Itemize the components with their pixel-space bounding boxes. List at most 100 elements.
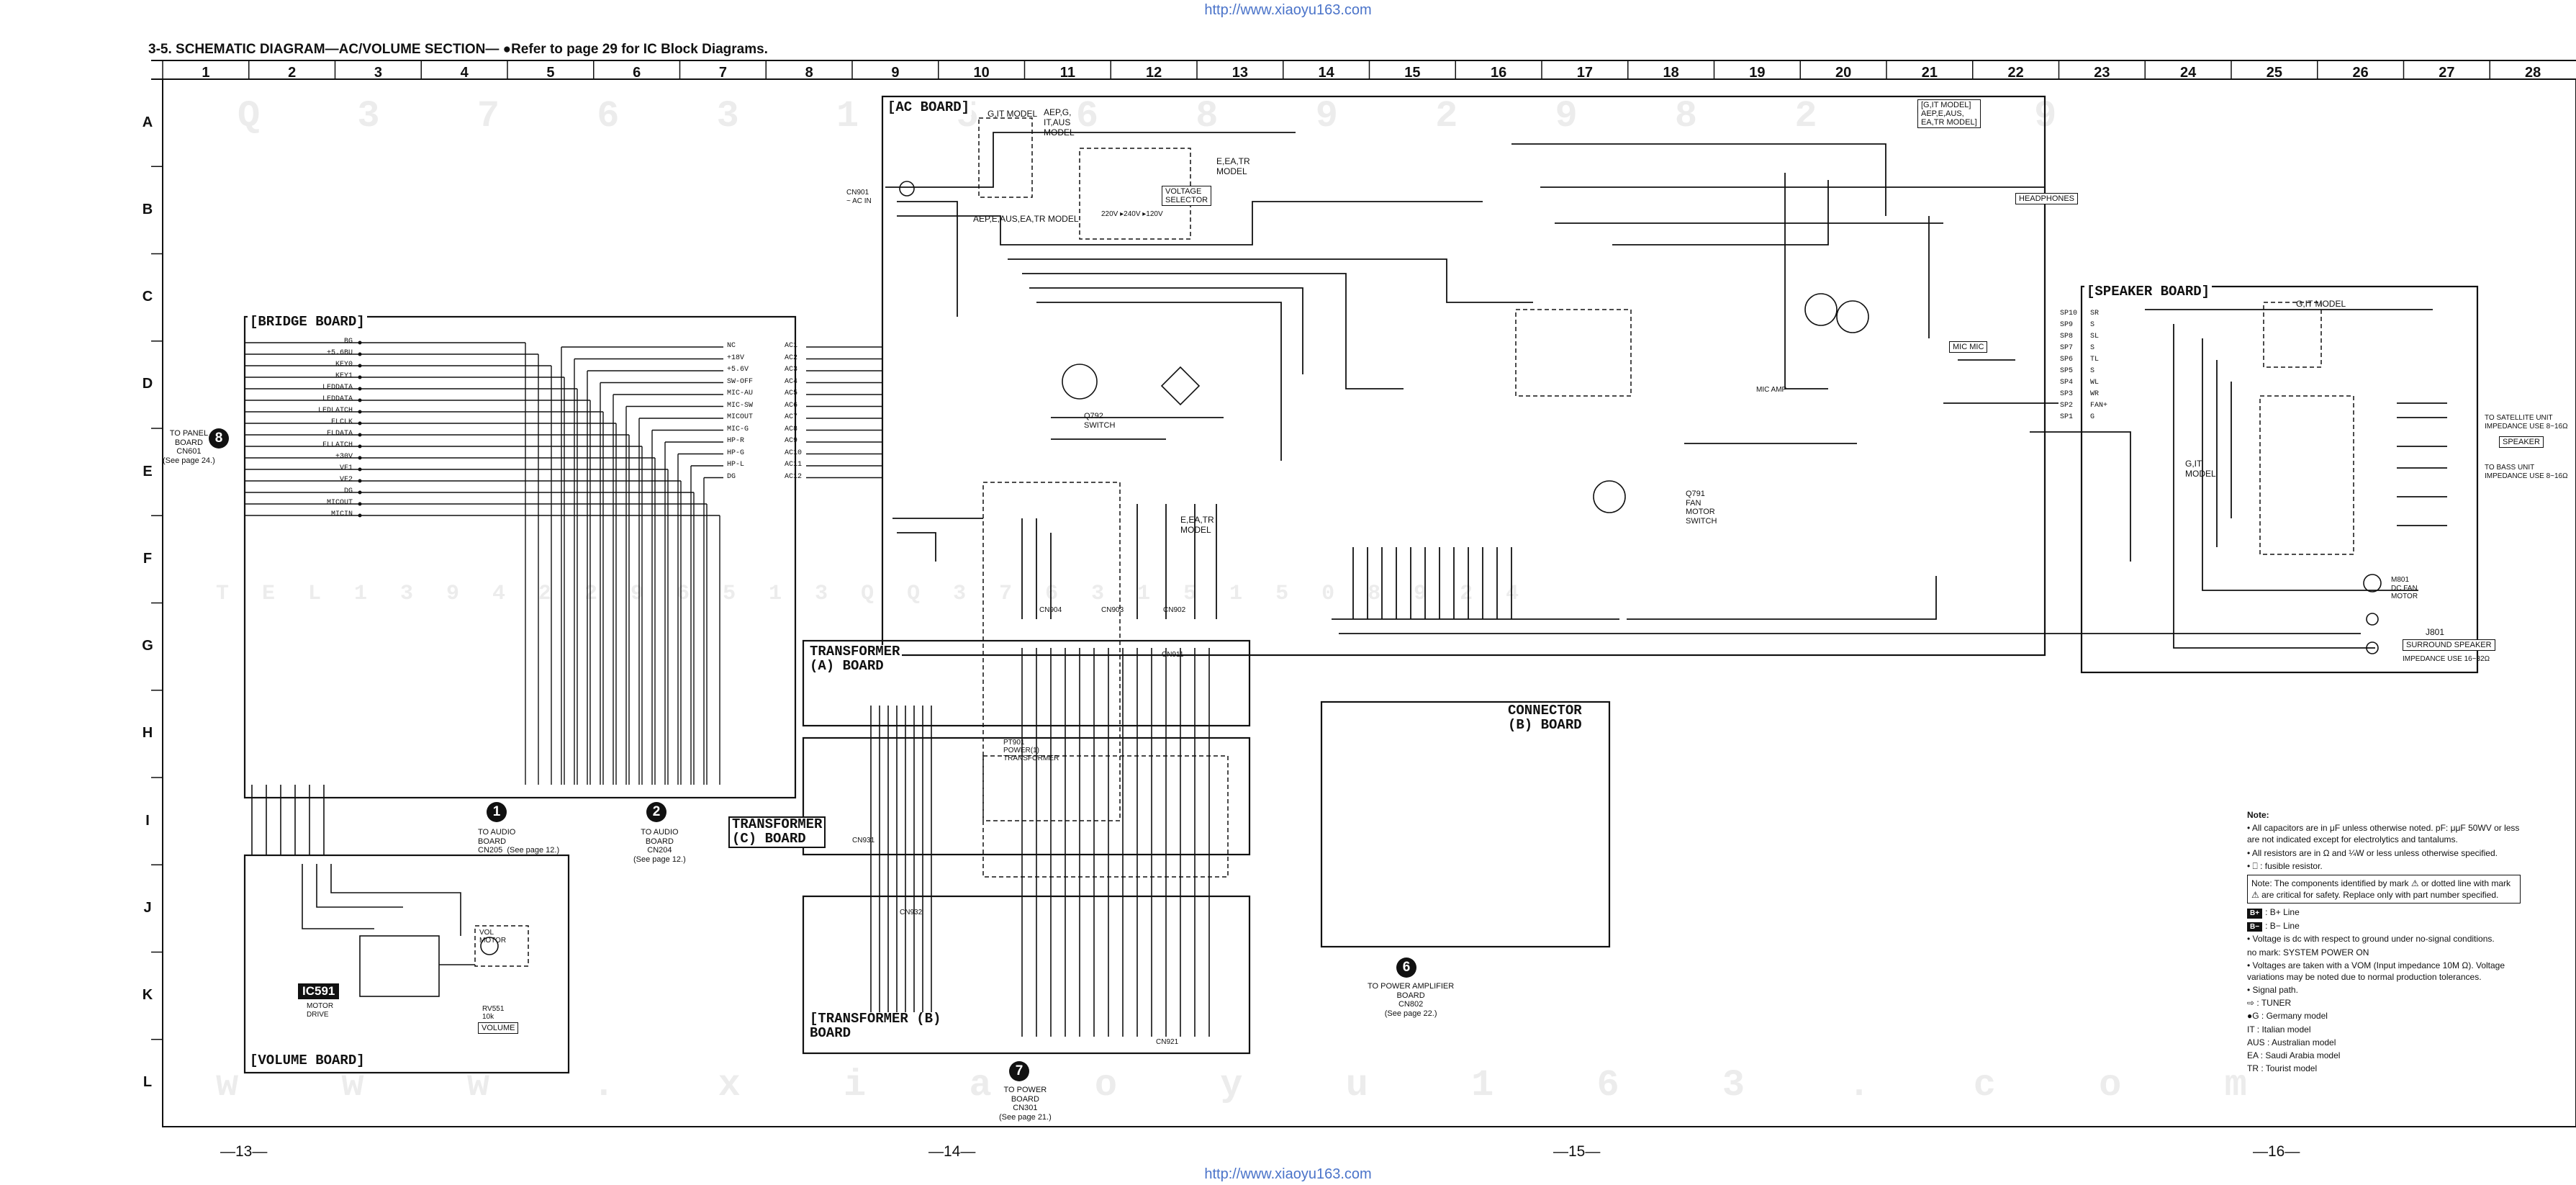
grid-row-B: B xyxy=(142,201,153,217)
grid-column-28: 28 xyxy=(2525,65,2541,81)
speaker-net: S xyxy=(2090,321,2095,329)
transformer-a-board-label: TRANSFORMER (A) BOARD xyxy=(808,644,903,674)
dc-fan-label: M801 DC FAN MOTOR xyxy=(2391,576,2418,600)
grid-column-24: 24 xyxy=(2180,65,2197,81)
bass-unit-label: TO BASS UNIT IMPEDANCE USE 8~16Ω xyxy=(2485,464,2568,480)
bridge-pin-dot xyxy=(358,421,362,425)
ac-signal: HP-G xyxy=(727,449,745,457)
transformer-c-board-label: TRANSFORMER (C) BOARD xyxy=(728,816,826,848)
speaker-net: G xyxy=(2090,413,2095,421)
model-saudi: EA : Saudi Arabia model xyxy=(2247,1050,2341,1060)
connection-8-badge: 8 xyxy=(209,428,229,449)
speaker-net: WL xyxy=(2090,379,2100,387)
surround-speaker-label: SURROUND SPEAKER xyxy=(2403,639,2495,652)
ac-signal: MIC-AU xyxy=(727,389,754,397)
bridge-signal: MICOUT xyxy=(326,499,353,507)
speaker-net: WR xyxy=(2090,390,2100,398)
bridge-signal: VF1 xyxy=(339,464,353,472)
ac-pin: AC12 xyxy=(785,472,803,481)
q791-label: Q791 FAN MOTOR SWITCH xyxy=(1686,490,1717,526)
grid-row-J: J xyxy=(143,899,152,916)
note-item-4: • Voltage is dc with respect to ground u… xyxy=(2247,934,2495,945)
bridge-pin-dot xyxy=(358,467,362,472)
bridge-signal: FLCLK xyxy=(330,418,353,426)
bridge-board-label: [BRIDGE BOARD] xyxy=(248,315,367,330)
grid-column-2: 2 xyxy=(288,65,297,81)
connection-6-text: TO POWER AMPLIFIER BOARD CN802 (See page… xyxy=(1368,982,1455,1018)
bridge-pin-dot xyxy=(358,364,362,368)
ic591-label: IC591 xyxy=(298,983,340,999)
grid-row-D: D xyxy=(142,376,153,392)
bridge-signal: VF2 xyxy=(339,476,353,484)
vol-motor-label: VOL MOTOR xyxy=(479,929,507,945)
ac-pin: AC7 xyxy=(785,413,798,421)
ac-pin: AC9 xyxy=(785,437,798,445)
grid-column-17: 17 xyxy=(1576,65,1593,81)
page-number-16: —16— xyxy=(2253,1143,2300,1160)
connection-1-text: TO AUDIO BOARD CN205 (See page 12.) xyxy=(478,828,560,855)
ac-pin: AC10 xyxy=(785,449,803,457)
q792-label: Q792 SWITCH xyxy=(1084,412,1116,430)
speaker-gjt-model-short: G,IT MODEL xyxy=(2185,459,2216,479)
grid-column-22: 22 xyxy=(2007,65,2024,81)
bridge-pin-dot xyxy=(358,502,362,506)
bridge-pin-dot xyxy=(358,352,362,356)
grid-column-27: 27 xyxy=(2439,65,2455,81)
bridge-signal: LEDLATCH xyxy=(317,407,353,415)
bridge-pin-dot xyxy=(358,375,362,379)
grid-column-19: 19 xyxy=(1749,65,1766,81)
source-url-bottom[interactable]: http://www.xiaoyu163.com xyxy=(1204,1166,1372,1182)
grid-column-6: 6 xyxy=(633,65,641,81)
ac-pin: AC11 xyxy=(785,461,803,469)
connection-6-badge: 6 xyxy=(1396,958,1416,978)
legend-bplus: B+: B+ Line xyxy=(2247,906,2521,919)
ac-in-label: CN901 ~ AC IN xyxy=(846,189,872,205)
ac-signal: MIC-G xyxy=(727,425,749,433)
surround-impedance-label: IMPEDANCE USE 16~32Ω xyxy=(2403,655,2490,663)
grid-row-K: K xyxy=(142,987,153,1004)
speaker-net: FAN+ xyxy=(2090,402,2108,410)
volume-board-label: [VOLUME BOARD] xyxy=(248,1053,367,1068)
grid-column-14: 14 xyxy=(1318,65,1334,81)
grid-column-18: 18 xyxy=(1663,65,1679,81)
model-tourist: TR : Tourist model xyxy=(2247,1063,2318,1074)
speaker-pin: SP1 xyxy=(2060,413,2074,421)
grid-column-13: 13 xyxy=(1231,65,1248,81)
note-item-8: ⇨ : TUNER xyxy=(2247,998,2292,1009)
bridge-pin-dot xyxy=(358,479,362,483)
note-item-3: • ⎕ : fusible resistor. xyxy=(2247,860,2323,871)
bplus-text: : B+ Line xyxy=(2265,907,2300,918)
e-ea-tr-model-label: E,EA,TR MODEL xyxy=(1216,156,1250,176)
connection-7-text: TO POWER BOARD CN301 (See page 21.) xyxy=(999,1086,1052,1122)
speaker-net: SL xyxy=(2090,333,2100,341)
aep-ea-model-label: AEP,E,AUS,EA,TR MODEL xyxy=(973,214,1079,224)
ac-board-label: [AC BOARD] xyxy=(885,100,972,115)
bridge-pin-dot xyxy=(358,387,362,391)
bridge-signal: LEDDATA xyxy=(322,395,353,403)
ac-signal: MICOUT xyxy=(727,413,754,421)
note-item-2: • All resistors are in Ω and ¼W or less … xyxy=(2247,847,2498,858)
ac-signal: MIC-SW xyxy=(727,401,754,410)
ac-signal: HP-L xyxy=(727,461,745,469)
rv551-label: RV551 10k xyxy=(482,1005,505,1021)
speaker-pin: SP2 xyxy=(2060,402,2074,410)
grid-column-11: 11 xyxy=(1059,65,1075,81)
source-url-top[interactable]: http://www.xiaoyu163.com xyxy=(1204,2,1372,18)
bminus-tag: B− xyxy=(2247,922,2263,932)
page-number-14: —14— xyxy=(928,1143,976,1160)
speaker-net: S xyxy=(2090,344,2095,352)
grid-column-15: 15 xyxy=(1404,65,1421,81)
bridge-signal: MICIN xyxy=(330,510,353,518)
bridge-signal: +5.6BU xyxy=(326,349,353,357)
transformer-b-board-label: [TRANSFORMER (B) BOARD xyxy=(808,1011,944,1041)
bplus-tag: B+ xyxy=(2247,909,2263,919)
watermark-row3: T E L 1 3 9 4 2 2 9 6 5 1 3 Q Q 3 7 6 3 … xyxy=(216,582,1529,606)
grid-row-G: G xyxy=(142,638,153,654)
motor-drive-label: MOTOR DRIVE xyxy=(307,1002,334,1019)
pt901-label: PT901 POWER(1) TRANSFORMER xyxy=(1003,739,1059,762)
note-item-5: no mark: SYSTEM POWER ON xyxy=(2247,947,2369,958)
page-number-15: —15— xyxy=(1553,1143,1601,1160)
legend-bminus: B−: B− Line xyxy=(2247,920,2521,932)
speaker-net: SR xyxy=(2090,310,2100,317)
